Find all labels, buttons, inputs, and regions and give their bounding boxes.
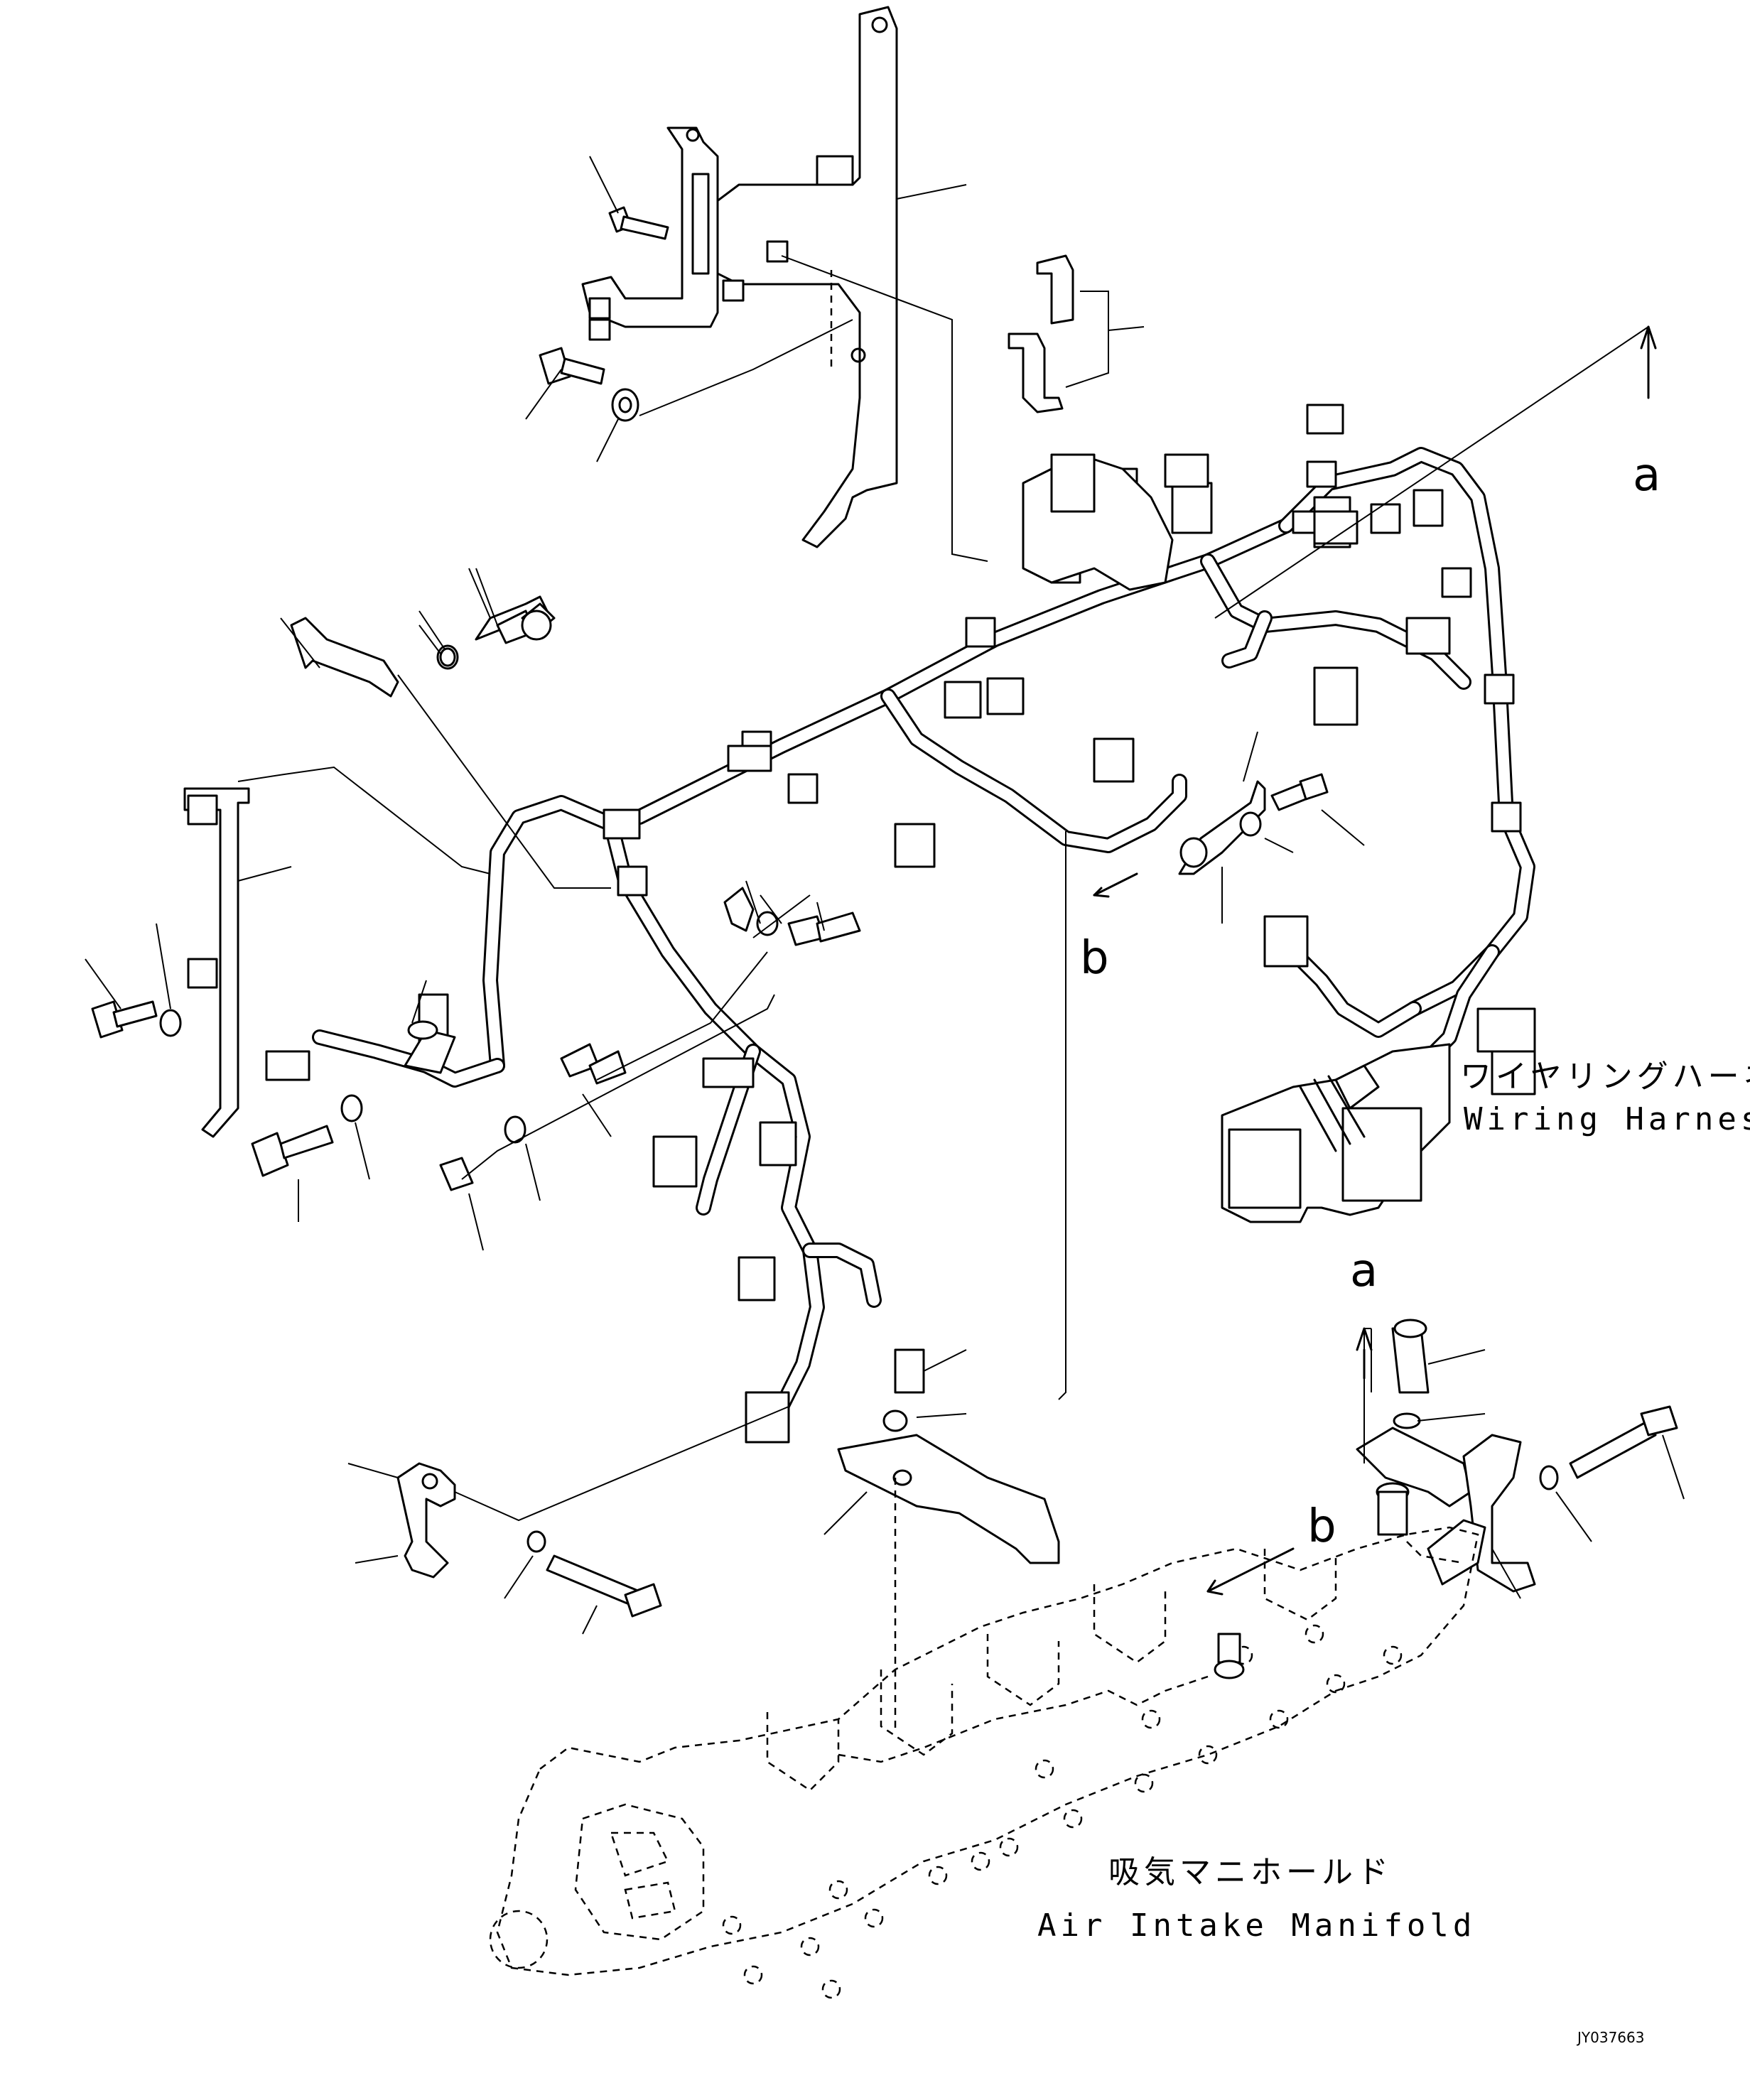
upper-bracket-assembly xyxy=(525,6,988,562)
intake-manifold-label-en: Air Intake Manifold xyxy=(1037,1907,1476,1944)
bolt-washer-top xyxy=(418,568,556,667)
view-label-b-mid: b xyxy=(1080,932,1109,985)
lower-mid-bracket xyxy=(823,1348,1060,1733)
lower-right-sensor-assembly xyxy=(1356,1319,1685,1599)
lower-left-bracket-assembly xyxy=(347,1406,789,1635)
view-label-a-top: a xyxy=(1633,449,1660,502)
wiring-harness xyxy=(265,404,1536,1444)
left-bracket-assembly xyxy=(85,568,861,1251)
view-marker-b-bottom: b xyxy=(1206,1500,1336,1596)
view-label-b-bottom: b xyxy=(1307,1500,1336,1553)
clip-pair xyxy=(1008,254,1145,413)
view-marker-a-bottom: a xyxy=(1350,1245,1378,1297)
intake-manifold-label-jp: 吸気マニホールド xyxy=(1108,1854,1393,1890)
view-marker-b-mid: b xyxy=(1080,872,1138,985)
view-label-a-bottom: a xyxy=(1350,1245,1378,1297)
drawing-code: JY037663 xyxy=(1576,2029,1644,2046)
wiring-harness-label-en: Wiring Harness xyxy=(1464,1101,1750,1137)
air-intake-manifold xyxy=(489,1526,1479,1999)
view-marker-a-top: a xyxy=(1214,325,1660,619)
right-harness-bracket xyxy=(1058,731,1365,1400)
manifold-bolt-row xyxy=(722,1624,1403,1999)
wiring-harness-label-jp: ワイヤリングハーネス xyxy=(1460,1059,1750,1095)
